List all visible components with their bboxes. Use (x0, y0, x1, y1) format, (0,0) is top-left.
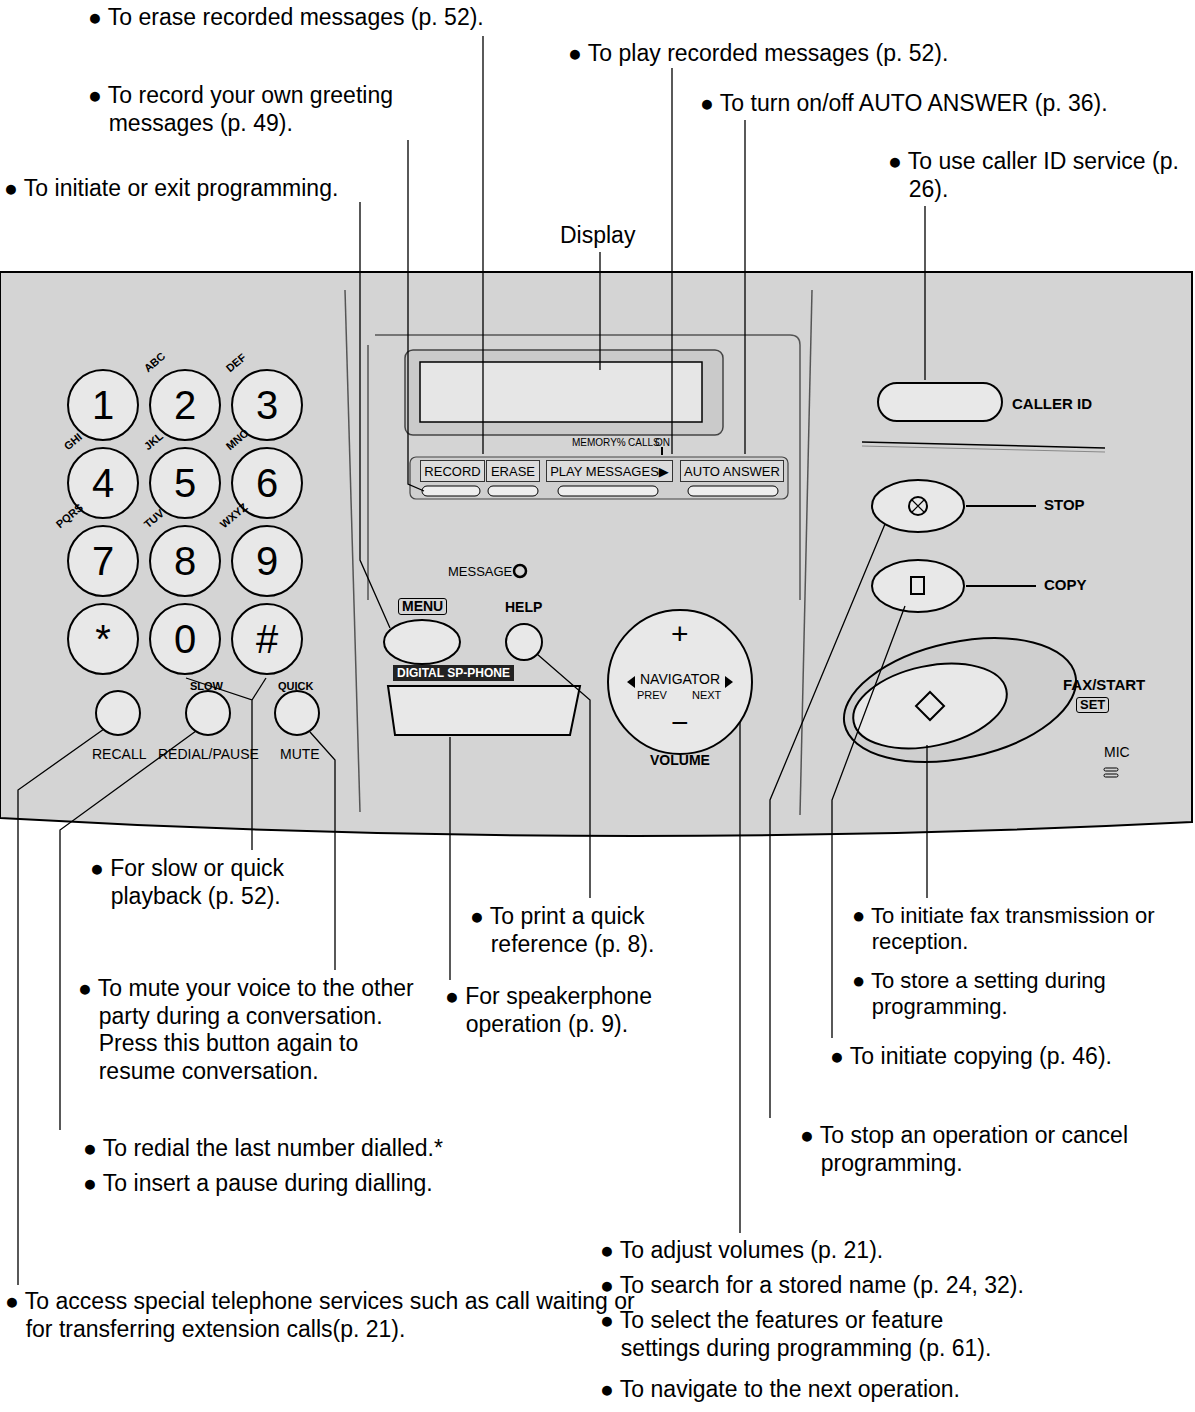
panel-label: HELP (505, 599, 542, 616)
button-text: # (256, 617, 278, 662)
panel-label: CALLER ID (1012, 395, 1092, 413)
button-text: 7 (92, 539, 114, 584)
button-text: PLAY MESSAGES▶ (550, 464, 669, 479)
panel-label: VOLUME (650, 752, 710, 769)
panel-label: NEXT (692, 689, 721, 702)
button-text: RECORD (424, 464, 480, 479)
panel-label: MENU (398, 598, 447, 615)
button-label: ERASE (486, 460, 540, 482)
callout-text: ● To initiate fax transmission or recept… (852, 903, 1195, 956)
button-text: 2 (174, 383, 196, 428)
keypad-key: * (67, 603, 139, 675)
panel-label: REDIAL/PAUSE (158, 746, 259, 763)
panel-label: MIC (1104, 744, 1130, 761)
button-text: 0 (174, 617, 196, 662)
panel-label: ON (655, 437, 670, 449)
button-label: PLAY MESSAGES▶ (546, 460, 673, 482)
panel-label: MESSAGE (448, 564, 512, 580)
button-text: 6 (256, 461, 278, 506)
keypad-key: 1 (67, 369, 139, 441)
panel-label: RECALL (92, 746, 146, 763)
panel-label: − (671, 705, 689, 741)
panel-label: FAX/START (1063, 676, 1145, 694)
callout-text: ● To mute your voice to the other party … (78, 975, 429, 1085)
callout-text: ● To select the features or feature sett… (600, 1307, 1001, 1362)
callout-text: ● To record your own greeting messages (… (88, 82, 439, 137)
callout-text: ● To store a setting during programming. (852, 968, 1195, 1021)
button-text: 8 (174, 539, 196, 584)
panel-label: DIGITAL SP-PHONE (393, 665, 514, 681)
button-text: ERASE (491, 464, 535, 479)
button-text: 4 (92, 461, 114, 506)
callout-text: ● To access special telephone services s… (5, 1288, 646, 1343)
keypad-key: 2 (149, 369, 221, 441)
panel-label: MUTE (280, 746, 320, 763)
panel-label: STOP (1044, 496, 1085, 514)
keypad-key: 9 (231, 525, 303, 597)
button-text: 1 (92, 383, 114, 428)
button-text: 3 (256, 383, 278, 428)
callout-text: ● To initiate copying (p. 46). (830, 1043, 1112, 1071)
callout-text: ● To redial the last number dialled.* (83, 1135, 443, 1163)
panel-label: SET (1076, 697, 1109, 713)
keypad-key: 0 (149, 603, 221, 675)
callout-text: ● To stop an operation or cancel program… (800, 1122, 1151, 1177)
callout-text: ● To print a quick reference (p. 8). (470, 903, 721, 958)
callout-text: ● To adjust volumes (p. 21). (600, 1237, 883, 1265)
panel-label: QUICK (278, 680, 313, 693)
callout-text: ● To erase recorded messages (p. 52). (88, 4, 484, 32)
panel-label: MEMORY% (572, 437, 626, 449)
callout-text: ● To insert a pause during dialling. (83, 1170, 433, 1198)
panel-label: Display (560, 222, 635, 250)
panel-label: CALLS (628, 437, 660, 449)
button-text: 9 (256, 539, 278, 584)
panel-label: PREV (637, 689, 667, 702)
callout-text: ● For slow or quick playback (p. 52). (90, 855, 346, 910)
button-label: AUTO ANSWER (680, 460, 784, 482)
panel-label: SLOW (190, 680, 223, 693)
keypad-key: 7 (67, 525, 139, 597)
callout-text: ● To initiate or exit programming. (4, 175, 338, 203)
button-text: 5 (174, 461, 196, 506)
button-label: RECORD (420, 460, 485, 482)
callout-text: ● For speakerphone operation (p. 9). (445, 983, 686, 1038)
panel-label: NAVIGATOR (640, 671, 720, 688)
keypad-key: 8 (149, 525, 221, 597)
callout-text: ● To use caller ID service (p. 26). (888, 148, 1195, 203)
button-text: * (95, 617, 111, 662)
callout-text: ● To turn on/off AUTO ANSWER (p. 36). (700, 90, 1108, 118)
panel-label: COPY (1044, 576, 1087, 594)
panel-label: + (671, 616, 689, 652)
button-text: AUTO ANSWER (684, 464, 780, 479)
callout-text: ● To search for a stored name (p. 24, 32… (600, 1272, 1024, 1300)
callout-text: ● To navigate to the next operation. (600, 1376, 960, 1404)
callout-text: ● To play recorded messages (p. 52). (568, 40, 948, 68)
keypad-key: # (231, 603, 303, 675)
